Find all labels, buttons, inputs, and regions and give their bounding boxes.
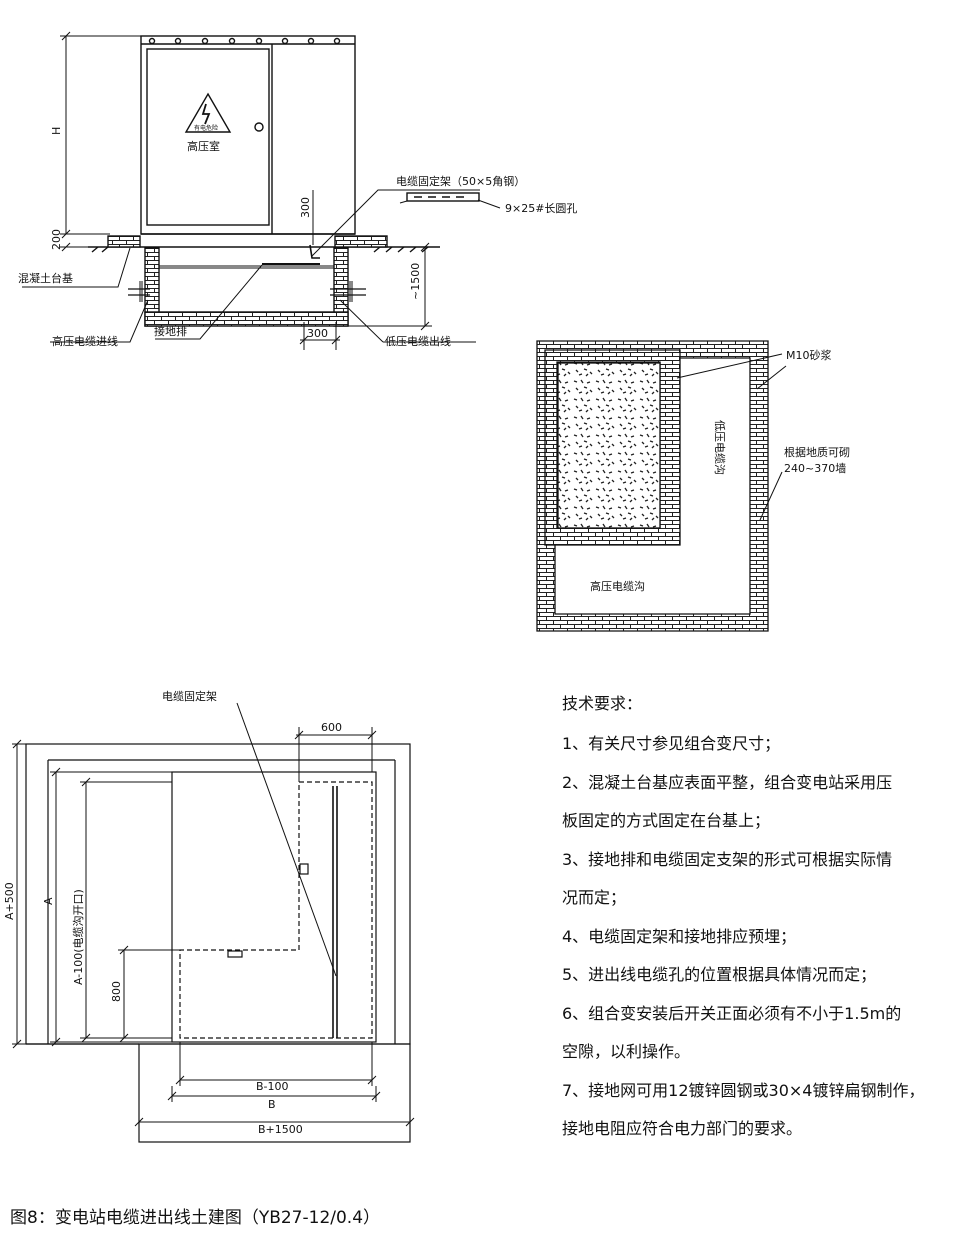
label-wall-1: 根据地质可砌 <box>784 445 850 459</box>
requirements-title: 技术要求： <box>562 694 643 713</box>
warning-icon <box>184 92 232 133</box>
dim-200: 200 <box>50 229 63 250</box>
label-wall-2: 240~370墙 <box>784 461 846 475</box>
requirement-line: 接地电阻应符合电力部门的要求。 <box>562 1119 803 1138</box>
requirement-line: 7、接地网可用12镀锌圆钢或30×4镀锌扁钢制作， <box>562 1080 925 1100</box>
requirement-line: 6、组合变安装后开关正面必须有不小于1.5m的 <box>562 1003 902 1023</box>
label-hv-cable-in: 高压电缆进线 <box>52 334 118 348</box>
figure-caption: 图8：变电站电缆进出线土建图（YB27-12/0.4） <box>10 1208 381 1228</box>
requirement-line: 5、进出线电缆孔的位置根据具体情况而定； <box>562 965 877 984</box>
technical-requirements: 技术要求： 1、有关尺寸参见组合变尺寸； 2、混凝土台基应表面平整，组合变电站采… <box>562 690 952 1156</box>
dim-600: 600 <box>321 721 342 734</box>
dim-a: A <box>42 897 55 905</box>
door-label: 高压室 <box>187 139 220 153</box>
label-hv-trench: 高压电缆沟 <box>590 579 645 593</box>
callout-bracket: 电缆固定架（50×5角钢） <box>396 174 525 188</box>
hv-door <box>146 48 270 226</box>
label-concrete-base: 混凝土台基 <box>18 271 73 285</box>
cabinet-body <box>140 35 356 235</box>
elevation-labels: H 200 300 ~1500 300 高压室 有电危险 电缆固定架（50×5角… <box>18 124 577 348</box>
foundation-labels: 电缆固定架 600 A+500 A A-100(电缆沟开口) 800 B-100… <box>3 689 342 1136</box>
dim-800: 800 <box>110 981 123 1002</box>
requirement-line: 3、接地排和电缆固定支架的形式可根据实际情 <box>562 849 893 869</box>
dim-h: H <box>50 127 63 135</box>
requirement-line: 况而定； <box>562 888 627 907</box>
dim-a-plus-500: A+500 <box>3 882 16 920</box>
top-bolts <box>148 37 341 45</box>
label-grounding-bar: 接地排 <box>154 324 187 338</box>
door-handle <box>254 122 264 132</box>
label-cable-bracket: 电缆固定架 <box>162 689 217 703</box>
label-mortar: M10砂浆 <box>786 348 832 362</box>
dim-1500: ~1500 <box>409 263 422 300</box>
dim-b-minus-100: B-100 <box>256 1080 289 1093</box>
requirement-line: 4、电缆固定架和接地排应预埋； <box>562 926 797 946</box>
requirement-line: 板固定的方式固定在台基上； <box>562 811 771 830</box>
trench-labels: M10砂浆 根据地质可砌 240~370墙 低压电缆沟 高压电缆沟 <box>590 348 850 593</box>
dim-b: B <box>268 1098 276 1111</box>
requirement-line: 1、有关尺寸参见组合变尺寸； <box>562 734 781 753</box>
gravel-fill <box>557 362 661 529</box>
elevation-view <box>22 31 501 350</box>
dim-b-plus-1500: B+1500 <box>258 1123 303 1136</box>
cabinet-footprint <box>171 771 377 1043</box>
requirement-line: 2、混凝土台基应表面平整，组合变电站采用压 <box>562 772 893 792</box>
label-lv-cable-out: 低压电缆出线 <box>385 334 451 348</box>
requirement-line: 空隙，以利操作。 <box>562 1042 691 1061</box>
label-lv-trench: 低压电缆沟 <box>713 420 726 475</box>
foundation-plan <box>12 702 415 1143</box>
warning-text: 有电危险 <box>194 124 218 132</box>
callout-slot: 9×25#长圆孔 <box>505 202 577 215</box>
dim-300-vertical: 300 <box>299 197 312 218</box>
dim-300-horizontal: 300 <box>307 327 328 340</box>
trench-plan <box>536 340 787 632</box>
trench-outline <box>179 781 373 1039</box>
dim-a-minus-100: A-100(电缆沟开口) <box>72 889 85 985</box>
